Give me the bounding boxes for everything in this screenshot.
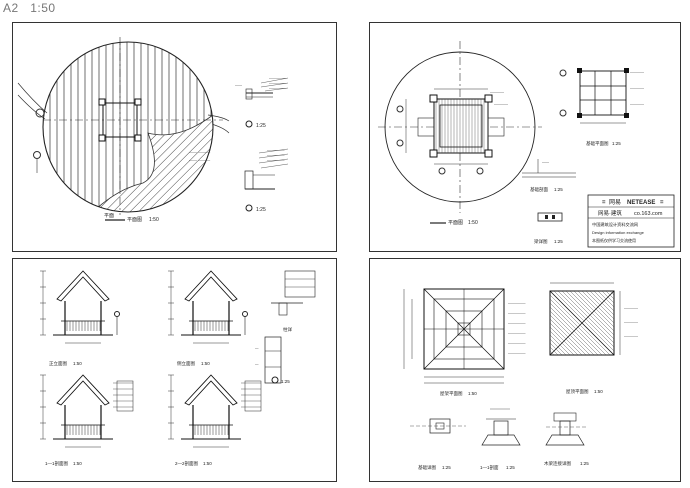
svg-text:2—2剖面图: 2—2剖面图	[175, 460, 199, 467]
svg-text:正立面图: 正立面图	[49, 360, 67, 367]
footing-2-scale: 1:25	[506, 465, 515, 470]
svg-text:————: ————	[624, 334, 639, 338]
svg-text:————: ————	[630, 70, 645, 74]
svg-text:—————: —————	[508, 341, 526, 345]
pavilion-section	[40, 374, 134, 448]
svg-text:—————: —————	[269, 81, 287, 85]
detail-b: ————— ————— ————— 1:25	[244, 148, 289, 213]
roof-drawing: ————— ————— ————— ————— ————— ————— 屋架平面…	[403, 282, 639, 471]
svg-text:—————: —————	[267, 158, 285, 162]
pavilion-elevation	[40, 270, 120, 344]
drawing-scale: 1:50	[30, 1, 56, 15]
column-detail-scale: 1:25	[281, 379, 290, 384]
pavilion-section	[168, 374, 262, 448]
deck-outline	[42, 41, 214, 213]
brand-sub-right: co.163.com	[634, 211, 663, 217]
beam-detail: 梁详图 1:25	[534, 212, 563, 245]
structure-plan-drawing: ———— ———— 平面图 1:50 ———— ———— ———— 基础平面图 …	[378, 41, 675, 248]
svg-text:————: ————	[624, 306, 639, 310]
svg-text:————: ————	[630, 86, 645, 90]
footing-detail-3: 木梁连接详图 1:25	[544, 412, 589, 467]
svg-text:1:25: 1:25	[554, 239, 563, 244]
drawing-header: A2 1:50	[3, 1, 56, 15]
svg-text:梁详图: 梁详图	[534, 238, 548, 245]
roof-plan-scale: 1:50	[594, 389, 603, 394]
structure-plan-scale: 1:50	[468, 220, 478, 226]
svg-text:屋架平面图: 屋架平面图	[440, 391, 463, 397]
elev-4-scale: 1:50	[203, 461, 212, 466]
svg-text:——: ——	[542, 160, 550, 164]
column-detail: 柱详 — — 1:25	[255, 270, 316, 384]
small-section: —— 基础剖面 1:25	[522, 159, 576, 193]
elevations-drawing: 柱详 — — 1:25 正立面图 1:50 侧立面图 1:50 1—1剖面图 1…	[40, 270, 316, 467]
detail-a-scale: 1:25	[256, 123, 266, 129]
framing-plan	[417, 94, 505, 158]
svg-text:—— ———: —— ———	[189, 157, 210, 162]
svg-text:—————: —————	[267, 153, 285, 157]
brand-sub-left: 网易·建筑	[598, 209, 622, 217]
svg-text:—————: —————	[508, 351, 526, 355]
svg-text:————: ————	[494, 102, 509, 106]
titleblock-line3: 本图纸仅供学习交流使用	[592, 237, 636, 243]
svg-text:=: =	[660, 200, 664, 206]
svg-text:侧立面图: 侧立面图	[177, 360, 195, 367]
title-block: = 网易 NETEASE = 网易·建筑 co.163.com 中国建筑设计资料…	[587, 194, 675, 248]
sheet-elevations: 柱详 — — 1:25 正立面图 1:50 侧立面图 1:50 1—1剖面图 1…	[12, 258, 337, 482]
svg-text:—————: —————	[269, 86, 287, 90]
svg-text:基础详图: 基础详图	[418, 464, 436, 471]
pavilion-elevation	[168, 270, 248, 344]
svg-text:————: ————	[490, 90, 505, 94]
footing-detail-2: 1—1剖面 1:25	[480, 408, 521, 471]
svg-text:————: ————	[630, 102, 645, 106]
svg-text:—————: —————	[269, 76, 287, 80]
svg-text:————: ————	[624, 320, 639, 324]
svg-text:—————: —————	[508, 331, 526, 335]
site-plan-drawing: —— ——— —— ——— 平面 平面图 1:50 ————— ————— ——…	[17, 37, 289, 223]
svg-text:—————: —————	[508, 311, 526, 315]
svg-text:基础平面图: 基础平面图	[586, 140, 609, 147]
svg-text:=: =	[602, 200, 606, 206]
svg-text:基础剖面: 基础剖面	[530, 186, 548, 193]
sheet-roof: ————— ————— ————— ————— ————— ————— 屋架平面…	[369, 258, 681, 482]
svg-text:—: —	[255, 362, 259, 366]
titleblock-line2: Design information exchange	[592, 230, 645, 235]
svg-text:平面图: 平面图	[448, 220, 463, 226]
svg-text:—————: —————	[267, 148, 285, 152]
svg-text:木梁连接详图: 木梁连接详图	[544, 460, 571, 467]
brand-cn: 网易	[609, 199, 621, 206]
sheet-structure-plan: ———— ———— 平面图 1:50 ———— ———— ———— 基础平面图 …	[369, 22, 681, 252]
svg-text:—— ———: —— ———	[189, 149, 210, 154]
brand-en: NETEASE	[627, 200, 655, 206]
footing-1-scale: 1:25	[442, 465, 451, 470]
svg-text:1—1剖面: 1—1剖面	[480, 464, 499, 471]
elev-2-scale: 1:50	[201, 361, 210, 366]
svg-text:—————: —————	[508, 321, 526, 325]
titleblock-line1: 中国建筑设计资料交流网	[592, 221, 638, 228]
detail-a: ————— ————— ————— —— 1:25	[235, 76, 289, 129]
grid-plan: ———— ———— ———— 基础平面图 1:25	[559, 68, 645, 147]
svg-text:1—1剖面图: 1—1剖面图	[45, 460, 69, 467]
small-section-scale: 1:25	[554, 187, 563, 192]
elev-3-scale: 1:50	[73, 461, 82, 466]
paper-size: A2	[3, 1, 19, 15]
svg-text:——: ——	[235, 83, 243, 87]
grid-plan-scale: 1:25	[612, 141, 621, 146]
elev-1-scale: 1:50	[73, 361, 82, 366]
svg-text:—————: —————	[508, 301, 526, 305]
footing-3-scale: 1:25	[580, 461, 589, 466]
svg-text:—: —	[255, 346, 259, 350]
site-plan-scale: 1:50	[149, 217, 159, 223]
svg-text:屋顶平面图: 屋顶平面图	[566, 389, 589, 395]
roof-framing-scale: 1:50	[468, 391, 477, 396]
footing-detail-1: 基础详图 1:25	[410, 418, 466, 471]
roof-framing-plan: ————— ————— ————— ————— ————— ————— 屋架平面…	[403, 288, 526, 397]
deck-boards	[43, 42, 213, 212]
sheet-site-plan: —— ——— —— ——— 平面 平面图 1:50 ————— ————— ——…	[12, 22, 337, 252]
roof-plan: ———— ———— ———— 屋顶平面图 1:50	[549, 282, 639, 395]
detail-b-scale: 1:25	[256, 207, 266, 213]
svg-text:平面图: 平面图	[127, 217, 142, 223]
svg-text:柱详: 柱详	[283, 326, 292, 333]
svg-text:平面: 平面	[104, 213, 114, 219]
